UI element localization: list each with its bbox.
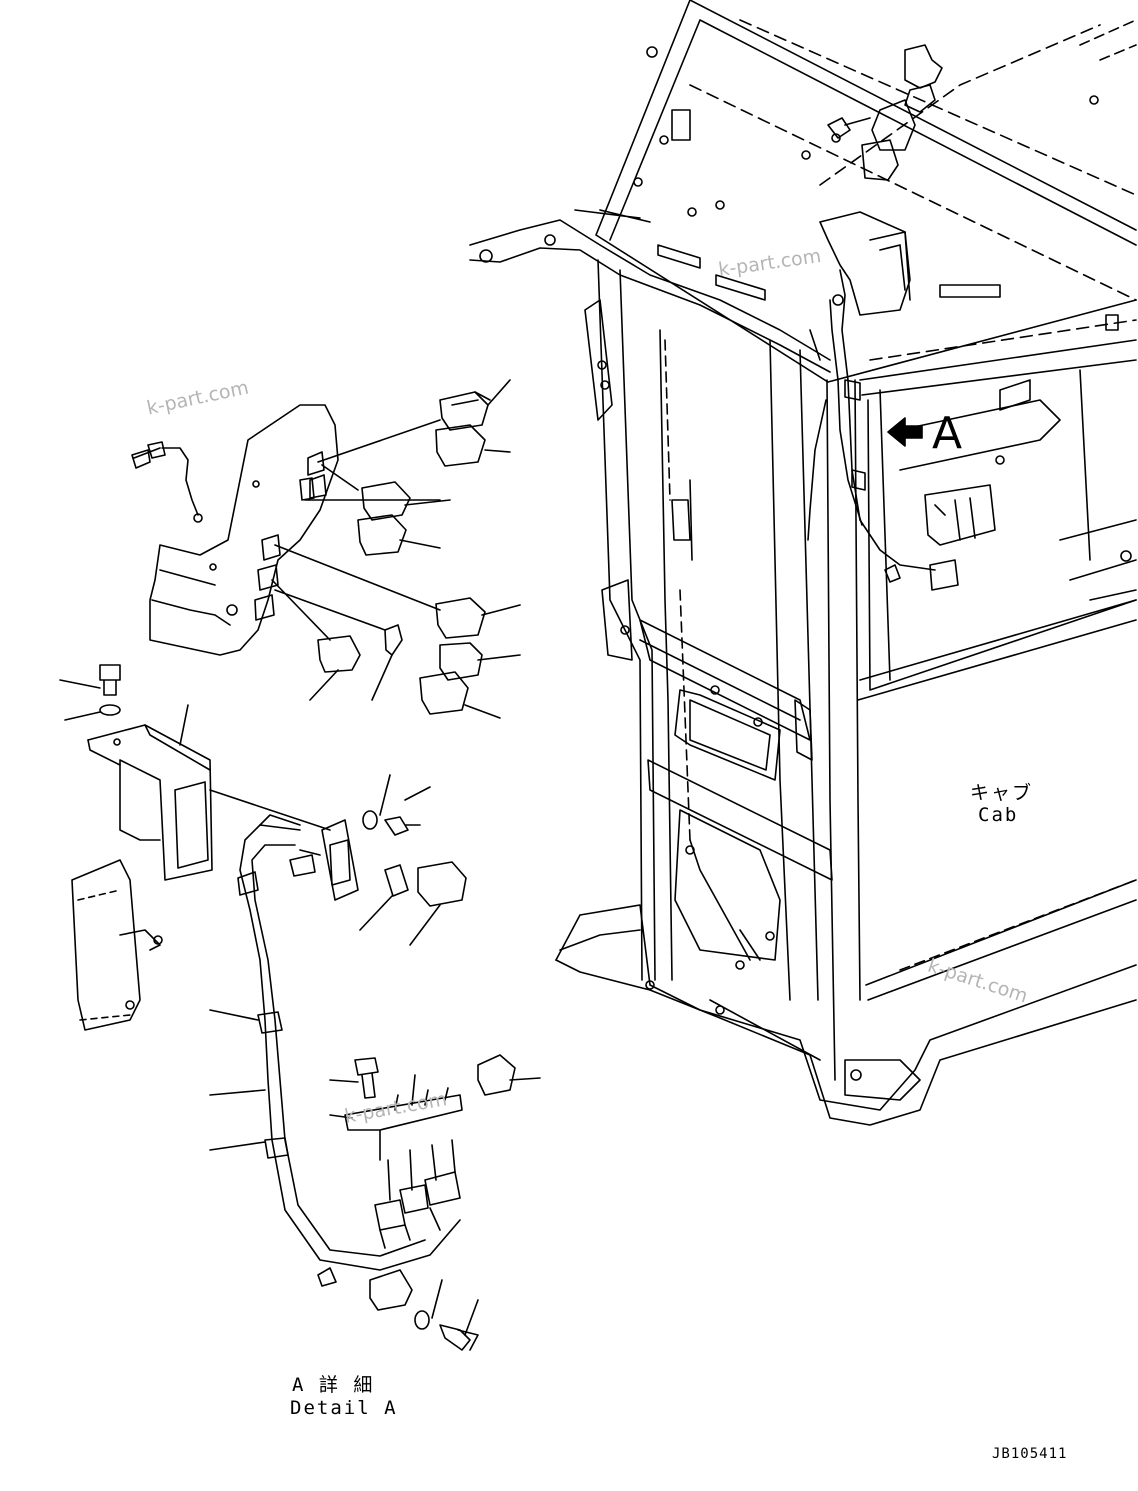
- rocker-switch-4: [357, 514, 441, 556]
- rocker-switch-1: [439, 379, 511, 431]
- switch-panel: [149, 404, 339, 656]
- rocker-switch-5: [435, 597, 521, 639]
- ground-connector: [369, 1269, 413, 1311]
- washer-2: [414, 1310, 430, 1330]
- detail-label-en: Detail A: [290, 1397, 398, 1419]
- bolt-2: [384, 816, 421, 836]
- socket-plate: [321, 819, 359, 901]
- relay: [477, 1054, 516, 1096]
- detail-label-jp: A 詳 細: [292, 1374, 375, 1396]
- bolt-3: [354, 1057, 379, 1099]
- clip: [371, 624, 403, 701]
- cab-frame: [469, 0, 1137, 1126]
- cab-label-jp: キャブ: [970, 782, 1034, 804]
- mounting-bracket: [87, 724, 213, 881]
- cab-harness: [807, 44, 996, 591]
- bolt-1: [99, 664, 121, 696]
- rocker-switch-3: [361, 481, 451, 521]
- relay-bracket: [344, 1094, 463, 1161]
- cab-label-en: Cab: [978, 804, 1019, 826]
- rocker-switch-2: [435, 424, 511, 467]
- bolt-4: [439, 1324, 479, 1351]
- rocker-switch-6: [439, 642, 521, 681]
- detail-a: [59, 379, 541, 1351]
- view-arrow: [887, 417, 923, 447]
- wiring-harness: [239, 824, 461, 1271]
- rocker-switch-7: [419, 671, 501, 719]
- blank-cap: [309, 635, 361, 701]
- drawing-number: JB105411: [992, 1446, 1068, 1462]
- power-socket: [417, 861, 467, 907]
- view-arrow-label: A: [932, 408, 963, 459]
- washer-1: [99, 704, 121, 716]
